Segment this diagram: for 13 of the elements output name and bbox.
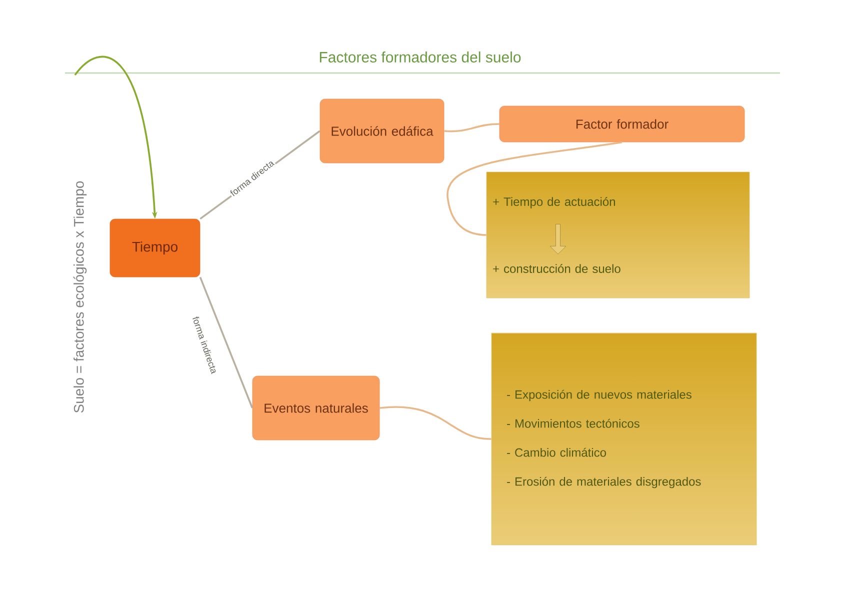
text-box: + Tiempo de actuación + construcción de suelo [486,172,750,298]
connector [380,406,492,440]
connector [446,141,622,236]
process-box: Tiempo [110,218,200,278]
edge-label: forma indirecta [192,316,216,374]
text-box: - Exposición de nuevos materiales - Movimientos tectónicos - Cambio climático - Erosión de materiales disgregados [491,332,757,546]
process-box: Evolución edáfica [320,98,444,164]
title: Factores formadores del suelo [320,52,521,62]
process-box: Eventos naturales [252,376,380,440]
connector [444,123,500,132]
connector [199,276,254,408]
process-box: Factor formador [499,106,745,142]
vertical-label: Suelo = factores ecológicos x Tiempo [73,181,87,413]
